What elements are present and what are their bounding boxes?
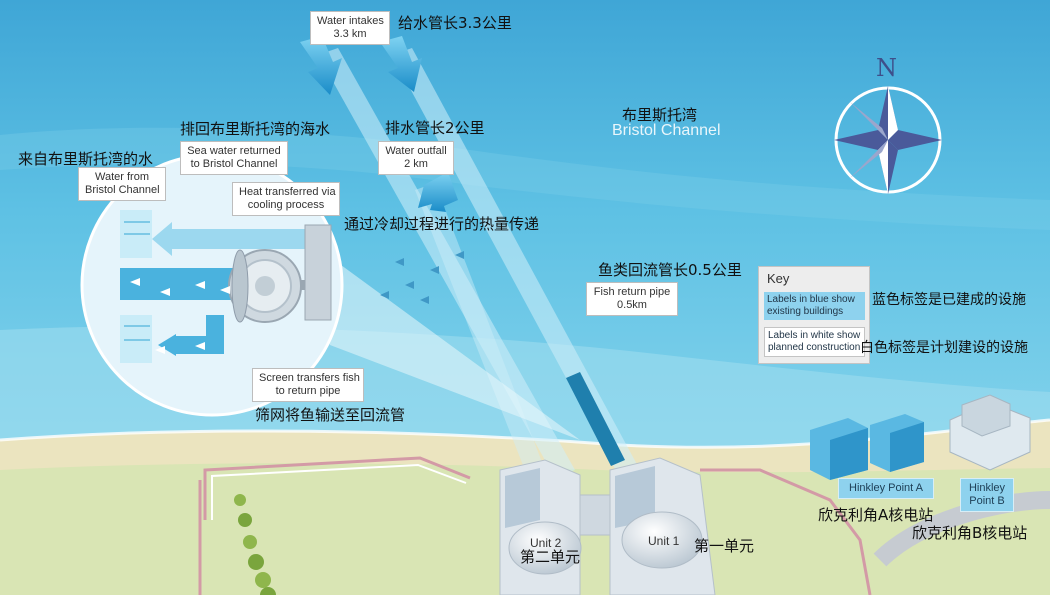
key-title: Key [767,271,790,286]
bristol-en: Bristol Channel [612,122,721,139]
heat-label: Heat transferred via cooling process [232,182,340,216]
unit2-cn: 第二单元 [520,548,581,566]
key-white-line2: planned construction [768,342,861,353]
unit1-label: Unit 1 [648,534,680,548]
unit1-cn: 第一单元 [694,537,755,555]
water-from-line2: Bristol Channel [85,184,160,196]
outfall-cn: 排水管长2公里 [385,119,485,137]
water-intakes-label: Water intakes 3.3 km [310,11,390,45]
hinkley-point-b [949,394,1031,471]
site-road-inner [211,463,467,520]
hinkley-point-a [810,414,924,480]
key-blue-cn: 蓝色标签是已建成的设施 [872,292,1026,308]
bristol-cn: 布里斯托湾 [622,106,698,124]
water-intakes-line1: Water intakes [317,15,384,27]
key-blue-line1: Labels in blue show [767,294,855,305]
fish-pipe-label: Fish return pipe 0.5km [586,282,678,316]
fish-pipe-line2: 0.5km [617,299,647,311]
heat-line1: Heat transferred via [239,186,336,198]
key-white-cn: 白色标签是计划建设的设施 [860,340,1028,356]
intake-arrow-right [380,36,422,92]
site-road [198,456,872,595]
unit2-label: Unit 2 [530,536,562,550]
sea-returned-label: Sea water returned to Bristol Channel [180,141,288,175]
outfall-line1: Water outfall [385,145,447,157]
hpb-label: Hinkley Point B [960,478,1014,512]
water-intakes-line2: 3.3 km [333,28,367,40]
sea-returned-line1: Sea water returned [187,145,281,157]
callout-wedge [300,235,580,440]
outfall-line2: 2 km [404,158,428,170]
key-white-swatch: Labels in white show planned constructio… [764,327,865,357]
sea-returned-line2: to Bristol Channel [190,158,278,170]
key-white-line1: Labels in white show [768,330,861,341]
road-curve [873,491,1050,567]
compass-north-label: N [876,54,897,82]
cooling-process [120,210,332,363]
hinkley-point-c [499,457,716,595]
hpb-line1: Hinkley [968,482,1006,494]
hpb-cn: 欣克利角B核电站 [912,524,1028,542]
outfall-label: Water outfall 2 km [378,141,454,175]
key-blue-line2: existing buildings [767,306,844,317]
key-blue-swatch: Labels in blue show existing buildings [764,292,865,320]
water-from-cn: 来自布里斯托湾的水 [18,150,154,168]
water-from-line1: Water from [95,171,149,183]
sea-fish [380,251,464,304]
hpa-cn: 欣克利角A核电站 [818,506,934,524]
outfall-arrow [418,172,458,212]
intake-arrow-left [300,36,342,95]
legend-key: Key Labels in blue show existing buildin… [758,266,870,364]
hpa-label: Hinkley Point A [838,478,934,499]
sea-returned-cn: 排回布里斯托湾的海水 [180,120,331,138]
fish-return-pipe [566,372,625,466]
screen-cn: 筛网将鱼输送至回流管 [255,406,406,424]
screen-label: Screen transfers fish to return pipe [252,368,364,402]
fish-pipe-line1: Fish return pipe [593,286,671,298]
water-from-label: Water from Bristol Channel [78,167,166,201]
compass-rose-icon [834,86,942,194]
screen-line1: Screen transfers fish [259,372,360,384]
hpb-line2: Point B [969,495,1005,507]
heat-line2: cooling process [247,199,325,211]
screen-line2: to return pipe [275,385,341,397]
trees [234,494,276,595]
water-intakes-cn: 给水管长3.3公里 [398,14,512,32]
fish-pipe-cn: 鱼类回流管长0.5公里 [598,261,742,279]
heat-cn: 通过冷却过程进行的热量传递 [344,215,540,233]
